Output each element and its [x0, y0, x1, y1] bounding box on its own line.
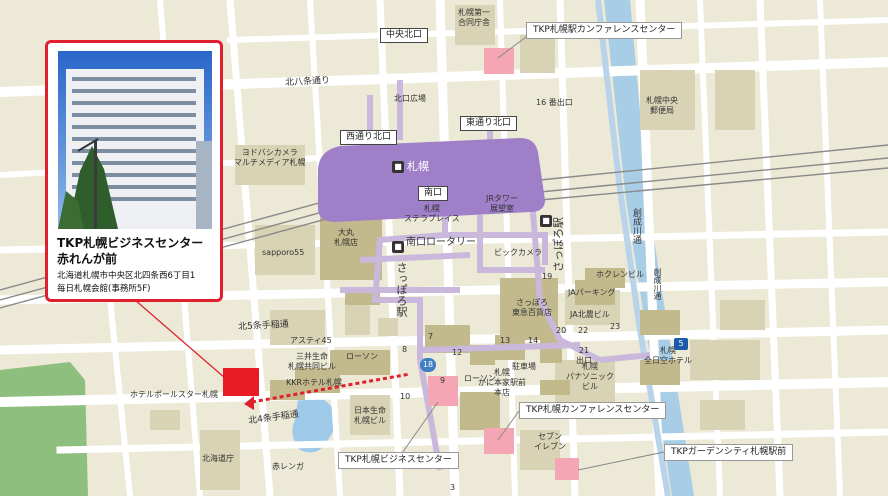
landmark-yubin: 札幌中央 郵便局 [646, 96, 678, 115]
landmark-ja-kitanou: JA北農ビル [570, 310, 610, 319]
exit-number: 3 [450, 483, 456, 492]
exit-south: 南口 [418, 186, 449, 201]
landmark-kita-hiroba: 北口広場 [394, 94, 426, 103]
exit-number: 9 [440, 376, 446, 385]
landmark-hokuren: ホクレンビル [596, 270, 644, 279]
venue-name-line2: 赤れんが前 [57, 252, 118, 266]
landmark-akarenga: 赤レンガ [272, 462, 304, 471]
venue-info-card: TKP札幌ビジネスセンター 赤れんが前 北海道札幌市中央区北四条西6丁目1 毎日… [45, 40, 223, 302]
exit-number: 23 [610, 322, 621, 331]
landmark-lawson1: ローソン [346, 352, 378, 361]
callout-conf-north[interactable]: TKP札幌駅カンファレンスセンター [526, 22, 683, 39]
landmark-goudou: 札幌第一 合同庁舎 [458, 8, 490, 27]
landmark-japarking: JAパーキング [568, 288, 616, 297]
venue-address-line1: 北海道札幌市中央区北四条西6丁目1 [57, 271, 196, 281]
building-photo [58, 51, 212, 229]
exit-number: 8 [402, 345, 408, 354]
sapporo-subway-label-south: さっぽろ駅 [395, 262, 408, 317]
callout-garden[interactable]: TKPガーデンシティ札幌駅前 [664, 444, 794, 461]
landmark-zennikku: 札幌 全日空ホテル [644, 346, 692, 365]
landmark-pole-star: ホテルポールスター札幌 [130, 390, 218, 399]
landmark-kkr: KKRホテル札幌 [286, 378, 343, 387]
landmark-mitsui: 三井生命 札幌共同ビル [288, 352, 336, 371]
route-shield-icon: 18 [420, 358, 436, 372]
landmark-seven: セブン イレブン [534, 432, 566, 451]
street-sosei-east: 創成川通 [653, 268, 662, 300]
landmark-panasonic: 札幌 パナソニック ビル [566, 362, 614, 391]
landmark-bic: ビックカメラ [494, 248, 542, 257]
landmark-jr-tower: JRタワー 展望室 [486, 194, 518, 213]
subway-icon: ■ [540, 214, 552, 227]
subway-icon: ■ [392, 240, 404, 253]
exit-number: 12 [452, 348, 463, 357]
venue-name-line1: TKP札幌ビジネスセンター [57, 236, 204, 250]
exit-number: 22 [578, 326, 589, 335]
exit-number: 19 [542, 272, 553, 281]
landmark-parking: 駐車場 [512, 362, 536, 371]
exit-16: 16 番出口 [536, 98, 573, 107]
landmark-exit21: 21 出口 [576, 346, 592, 365]
exit-chuo-north: 中央北口 [380, 28, 429, 43]
street-kita5: 北5条手稲通 [237, 319, 290, 333]
exit-number: 10 [400, 392, 411, 401]
sapporo-subway-label-east: さっぽろ駅 [552, 217, 565, 272]
subway-icon-rotary: ■ [392, 236, 407, 255]
exit-number: 13 [500, 336, 511, 345]
subway-icon-east: ■ [540, 210, 555, 229]
exit-east-north: 東通り北口 [460, 116, 518, 131]
landmark-daimaru: 大丸 札幌店 [334, 228, 358, 247]
exit-number: 7 [428, 332, 434, 341]
landmark-lawson2: ローソン [464, 374, 496, 383]
building-photo-illustration [58, 51, 212, 229]
exit-south-rotary: 南口ロータリー [406, 237, 476, 248]
street-soseigawa: 創成川通 [631, 208, 641, 244]
exit-west-north: 西通り北口 [340, 130, 398, 145]
landmark-stellar: 札幌 ステラプレイス [404, 204, 460, 223]
jr-sapporo-station-label: ■札幌 [392, 158, 429, 174]
landmark-asty: アスティ45 [290, 336, 332, 345]
landmark-yodobashi: ヨドバシカメラ マルチメディア札幌 [234, 148, 306, 167]
jr-train-icon: ■ [392, 161, 404, 173]
exit-number: 20 [556, 326, 567, 335]
landmark-douchou: 北海道庁 [202, 454, 234, 463]
landmark-kani: 札幌 かに本家駅前 本店 [478, 368, 526, 397]
landmark-nissei: 日本生命 札幌ビル [354, 406, 386, 425]
callout-business[interactable]: TKP札幌ビジネスセンター [338, 452, 459, 469]
station-name: 札幌 [407, 160, 429, 173]
landmark-tokyu: さっぽろ 東急百貨店 [512, 298, 552, 317]
landmark-sapporo55: sapporo55 [262, 248, 305, 257]
callout-conf-south[interactable]: TKP札幌カンファレンスセンター [519, 402, 667, 419]
exit-number: 14 [528, 336, 539, 345]
venue-address-line2: 毎日札幌会館(事務所5F) [57, 284, 151, 294]
street-kita8: 北八条通り [284, 75, 331, 89]
highway-shield-icon: 5 [674, 338, 688, 350]
